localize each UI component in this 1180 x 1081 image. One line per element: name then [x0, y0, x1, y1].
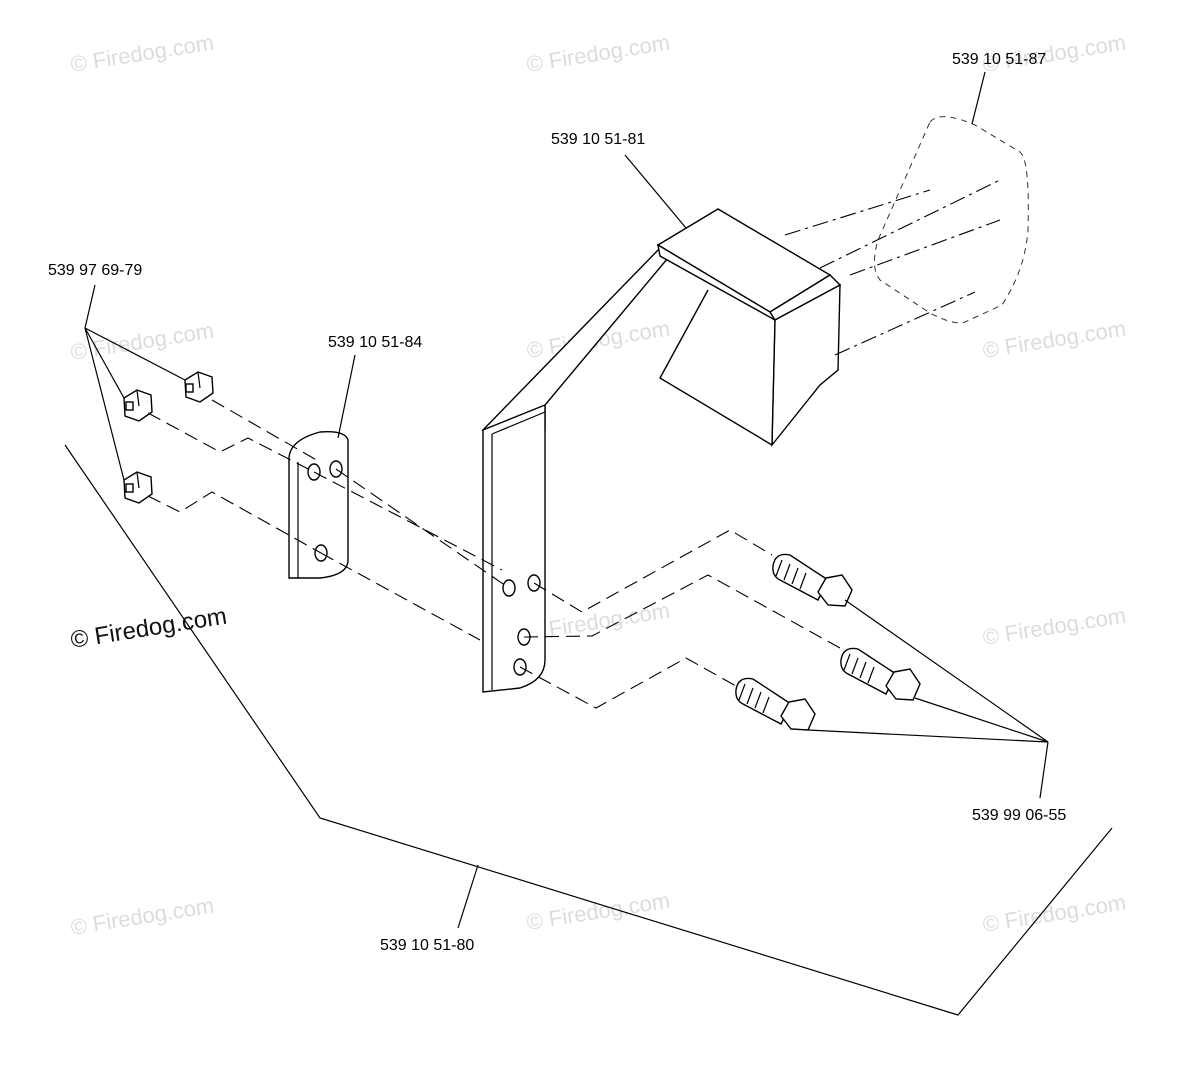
watermark: © Firedog.com: [981, 316, 1128, 363]
watermark: © Firedog.com: [69, 30, 216, 77]
part-label-81: 539 10 51-81: [551, 131, 645, 148]
nut: [123, 389, 153, 422]
watermark: © Firedog.com: [981, 603, 1128, 650]
bolt: [840, 647, 921, 701]
nuts-part: [123, 371, 214, 504]
nut: [123, 471, 153, 504]
bolt: [772, 553, 853, 607]
part-label-80: 539 10 51-80: [380, 937, 474, 954]
leader-lines: [64, 71, 1113, 1016]
watermark: © Firedog.com: [981, 890, 1128, 937]
watermarks: © Firedog.com © Firedog.com © Firedog.co…: [69, 30, 1128, 940]
bolt: [735, 677, 816, 731]
part-labels: 539 10 51-87 539 10 51-81 539 97 69-79 5…: [48, 51, 1066, 954]
bracket-part: [481, 208, 842, 693]
tube-outline: [784, 116, 1029, 356]
watermark: © Firedog.com: [525, 888, 672, 935]
bolts-part: [735, 553, 921, 731]
watermark: © Firedog.com: [525, 598, 672, 645]
part-label-79: 539 97 69-79: [48, 262, 142, 279]
watermark-dark: © Firedog.com: [69, 603, 229, 654]
part-label-87: 539 10 51-87: [952, 51, 1046, 68]
clamp-plate-part: [288, 430, 349, 579]
watermark: © Firedog.com: [525, 30, 672, 77]
watermark: © Firedog.com: [69, 893, 216, 940]
part-label-84: 539 10 51-84: [328, 334, 422, 351]
assembly-lines: [147, 399, 841, 709]
part-label-55: 539 99 06-55: [972, 807, 1066, 824]
nut: [184, 371, 214, 403]
